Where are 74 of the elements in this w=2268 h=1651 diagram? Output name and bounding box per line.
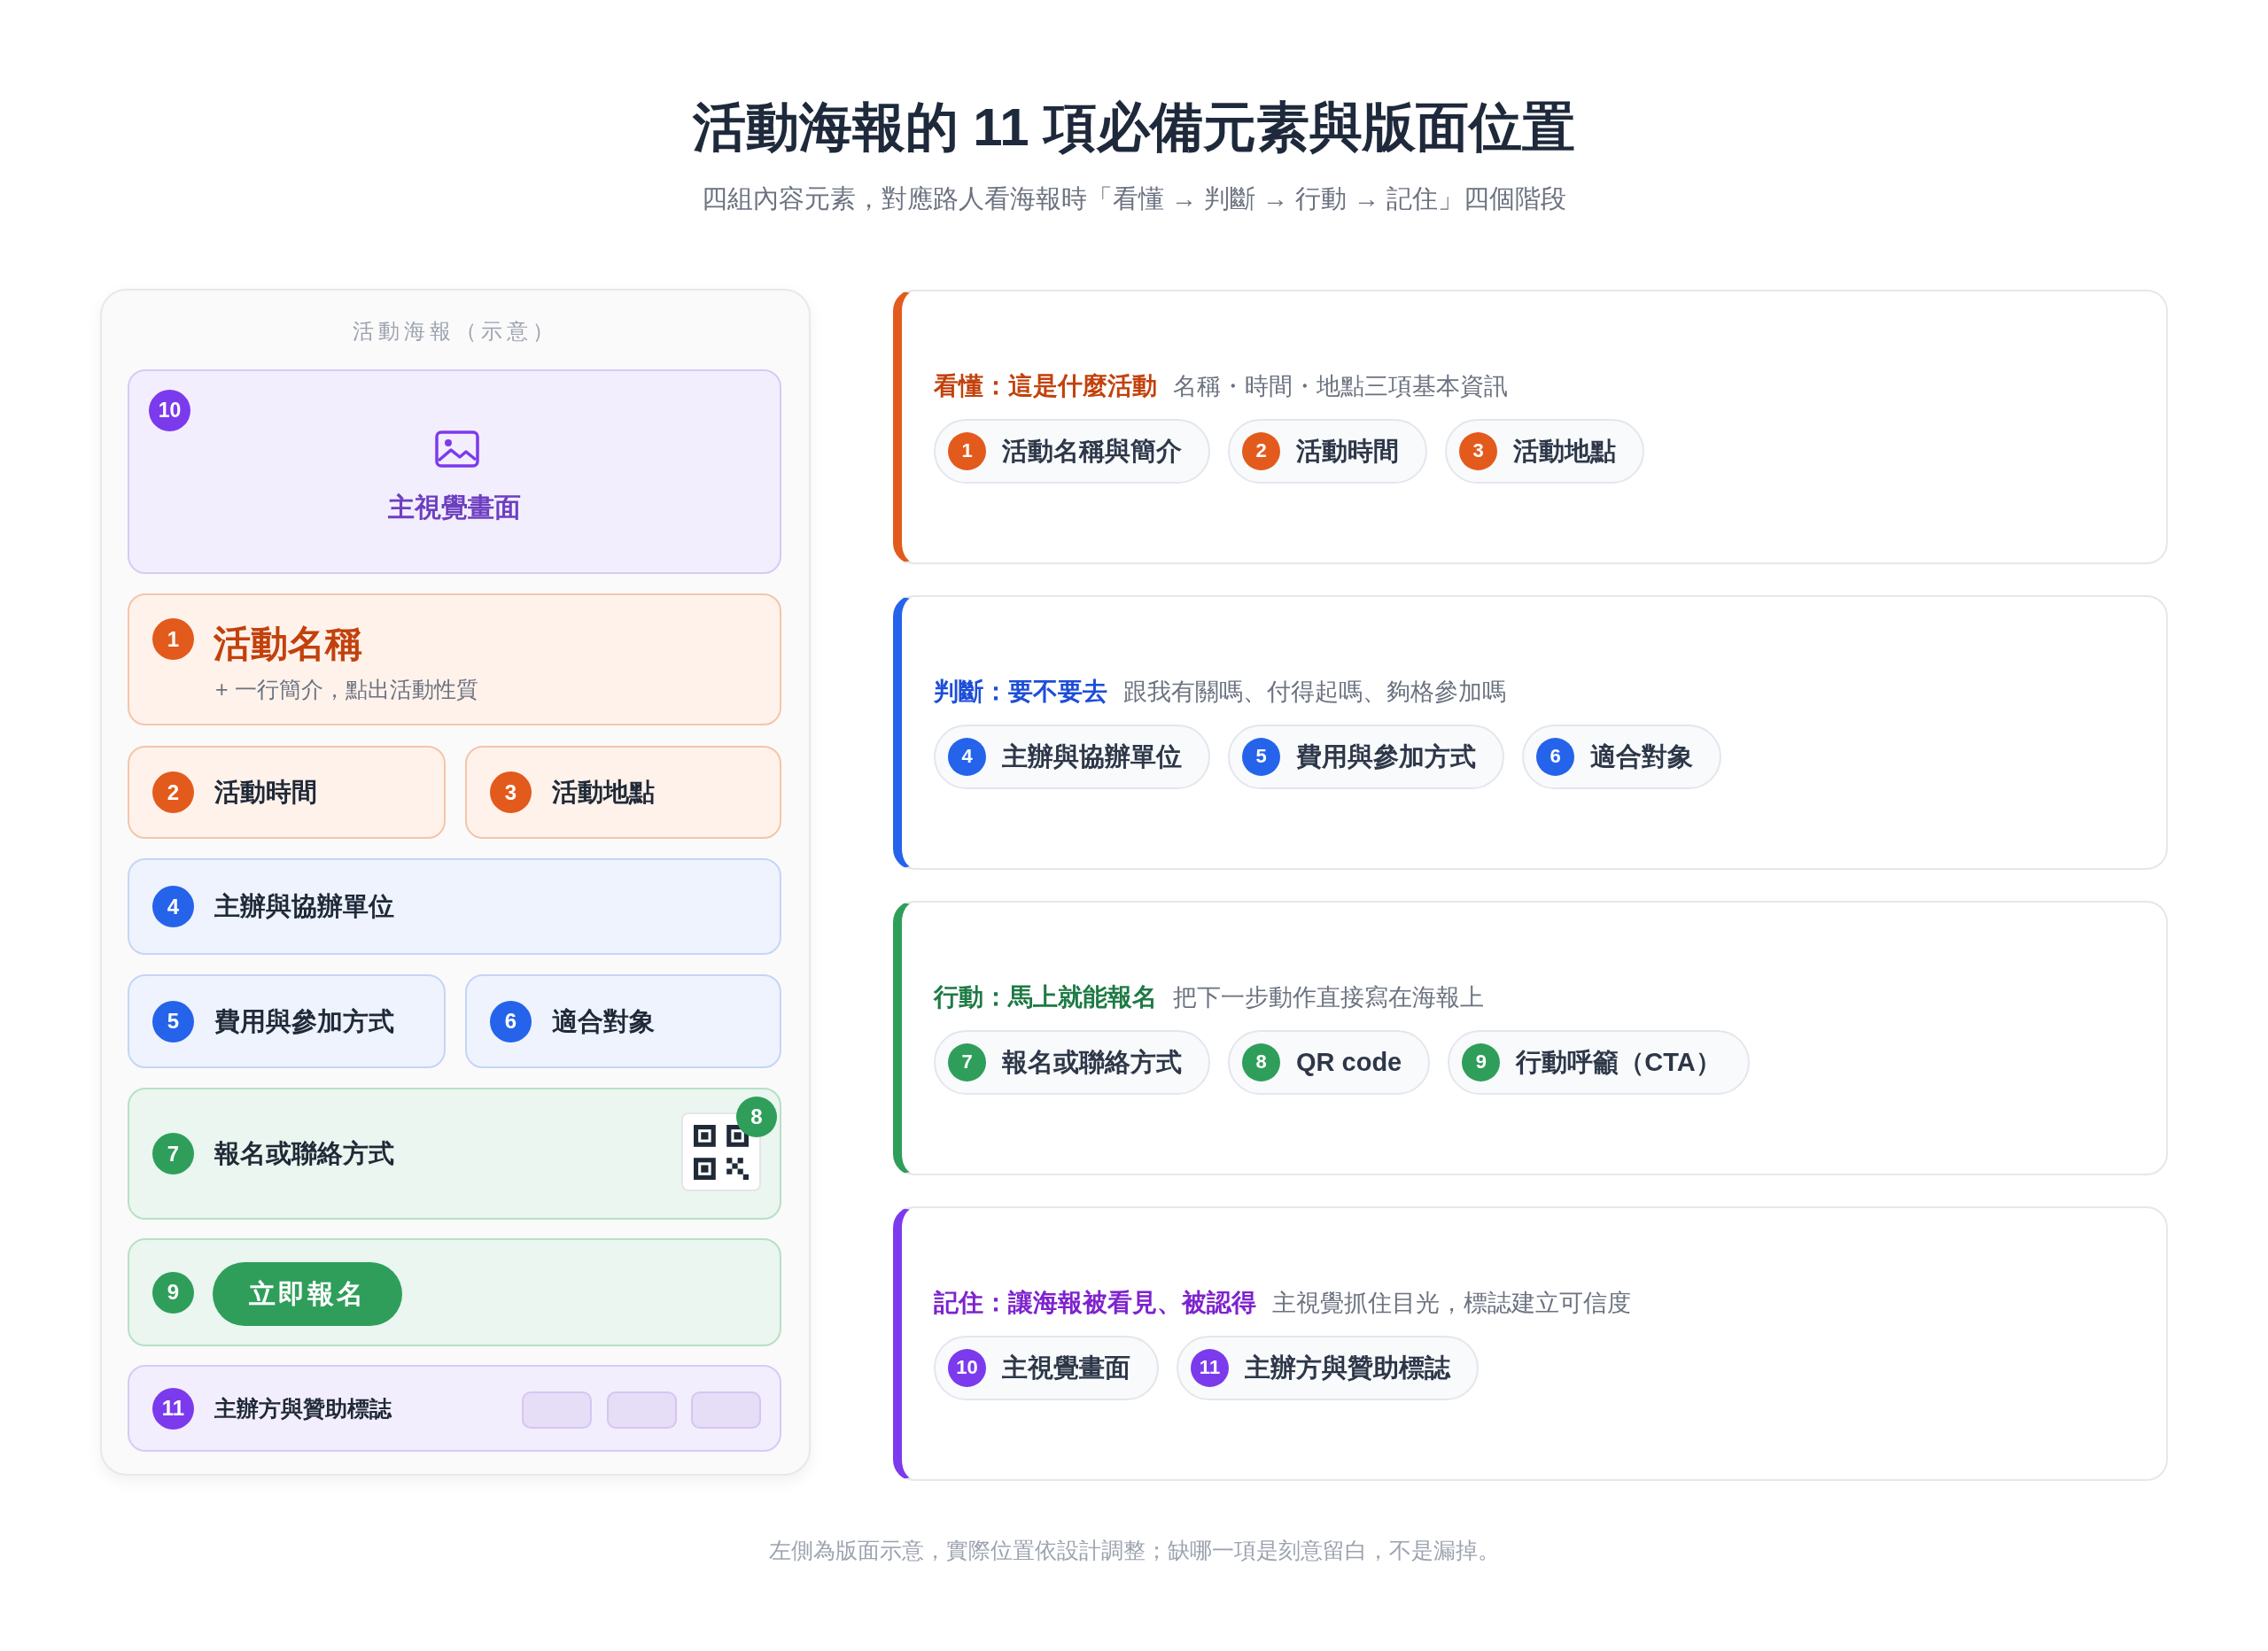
stage-description: 把下一步動作直接寫在海報上 (1173, 983, 1484, 1013)
step-number: 2 (1242, 431, 1280, 470)
step-number: 8 (1242, 1043, 1280, 1081)
stage-card (893, 595, 2168, 870)
step-number: 2 (152, 771, 194, 813)
poster-mockup-panel (100, 289, 811, 1476)
poster-section (128, 1365, 781, 1452)
poster-title-block (128, 593, 781, 725)
stage-card (893, 1206, 2168, 1481)
section-label: 費用與參加方式 (214, 1005, 394, 1037)
section-label: 活動地點 (552, 777, 655, 808)
step-number: 1 (152, 618, 194, 660)
step-number: 7 (152, 1133, 194, 1174)
intro-text: + 一行簡介，點出活動性質 (215, 676, 478, 702)
blank-tile (522, 1391, 592, 1429)
poster-section (128, 974, 446, 1068)
event-name-text: 活動名稱 (214, 622, 362, 666)
poster-section (128, 1238, 781, 1346)
stage-description: 主視覺抓住目光，標誌建立可信度 (1272, 1289, 1631, 1319)
step-number: 11 (1191, 1348, 1229, 1387)
section-label: 適合對象 (552, 1005, 655, 1037)
pill-label: 適合對象 (1590, 740, 1693, 772)
pill-label: 報名或聯絡方式 (1002, 1046, 1182, 1078)
diagram-subtitle: 四組內容元素，對應路人看海報時「看懂 → 判斷 → 行動 → 記住」四個階段 (701, 183, 1567, 214)
key-visual-area (128, 369, 781, 574)
stage-card (893, 901, 2168, 1175)
step-number: 5 (1242, 737, 1280, 776)
poster-section (465, 746, 781, 839)
poster-section (128, 746, 446, 839)
step-number: 4 (948, 737, 986, 776)
pill-label: 行動呼籲（CTA） (1516, 1046, 1721, 1078)
step-number: 3 (1459, 431, 1497, 470)
pill-label: QR code (1296, 1046, 1402, 1078)
step-number: 9 (152, 1271, 194, 1314)
section-label: 報名或聯絡方式 (214, 1138, 394, 1169)
stage-heading: 行動：馬上就能報名 (934, 982, 1157, 1013)
section-label: 活動時間 (214, 777, 317, 808)
poster-section (128, 858, 781, 955)
pill-label: 費用與參加方式 (1296, 740, 1476, 772)
step-number: 10 (149, 390, 190, 431)
stage-description: 跟我有關嗎、付得起嗎、夠格參加嗎 (1123, 678, 1506, 708)
section-label: 主辦與協辦單位 (214, 891, 394, 922)
step-number: 1 (948, 431, 986, 470)
step-number: 6 (490, 1000, 532, 1043)
stage-heading: 看懂：這是什麼活動 (934, 371, 1157, 402)
pill-label: 主辦與協辦單位 (1002, 740, 1182, 772)
diagram-title: 活動海報的 11 項必備元素與版面位置 (692, 97, 1576, 159)
stage-heading: 判斷：要不要去 (934, 677, 1107, 708)
step-number: 6 (1536, 737, 1574, 776)
poster-section (465, 974, 781, 1068)
footnote-caption: 左側為版面示意，實際位置依設計調整；缺哪一項是刻意留白，不是漏掉。 (768, 1537, 1500, 1564)
signup-button: 立即報名 (213, 1262, 402, 1326)
step-number: 8 (736, 1097, 777, 1137)
stage-description: 名稱・時間・地點三項基本資訊 (1173, 372, 1508, 402)
step-number: 9 (1462, 1043, 1501, 1081)
panel-heading: 活動海報（示意） (353, 319, 558, 345)
step-number: 7 (948, 1043, 986, 1081)
step-number: 11 (152, 1387, 194, 1430)
step-number: 4 (152, 886, 194, 927)
stage-heading: 記住：讓海報被看見、被認得 (934, 1288, 1256, 1319)
blank-tile (691, 1391, 761, 1429)
pill-label: 主辦方與贊助標誌 (1245, 1352, 1450, 1384)
blank-tile (607, 1391, 677, 1429)
pill-label: 主視覺畫面 (1002, 1352, 1130, 1384)
step-number: 3 (490, 771, 532, 813)
pill-label: 活動名稱與簡介 (1002, 435, 1182, 467)
step-number: 5 (152, 1000, 194, 1043)
poster-section (128, 1088, 781, 1220)
pill-label: 活動時間 (1296, 435, 1399, 467)
stage-card (893, 290, 2168, 564)
pill-label: 活動地點 (1513, 435, 1616, 467)
area-label: 主視覺畫面 (388, 492, 521, 523)
section-label: 主辦方與贊助標誌 (214, 1395, 392, 1422)
step-number: 10 (948, 1348, 986, 1387)
